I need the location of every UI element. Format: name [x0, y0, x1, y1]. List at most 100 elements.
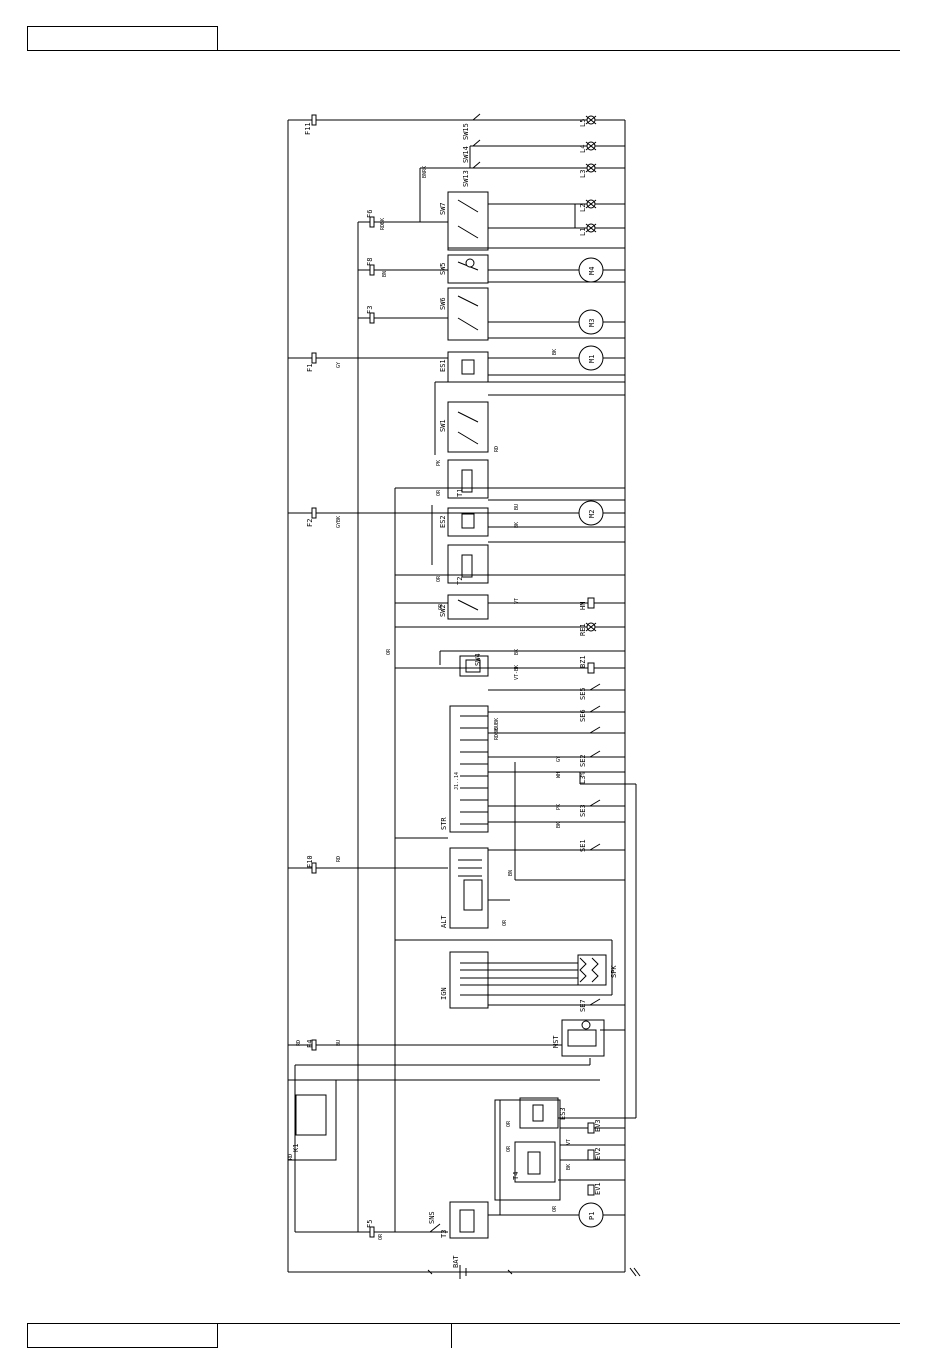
- wire-vtbk: VT-BK: [514, 665, 520, 680]
- t4-block: [514, 1141, 556, 1183]
- wire-gy-2: GY: [556, 756, 562, 762]
- footer-divider: [451, 1323, 452, 1348]
- label-se6: SE6: [579, 709, 587, 722]
- label-l1: L1: [579, 228, 587, 236]
- wire-or-7: OR: [506, 1145, 512, 1152]
- footer-rule: [218, 1323, 900, 1324]
- label-spk: SPK: [610, 965, 618, 978]
- wire-bk-3: BK: [514, 649, 520, 655]
- mst-block: [561, 1019, 605, 1057]
- label-se7: SE7: [579, 999, 587, 1012]
- wire-gybk: GYBK: [336, 516, 342, 528]
- label-sw1: SW1: [439, 419, 447, 432]
- label-ev2: EV2: [594, 1147, 602, 1160]
- wire-or-3: OR: [436, 575, 442, 582]
- valve-group-frame: [494, 1099, 561, 1201]
- wire-wh-1: WH: [556, 772, 562, 778]
- label-rdbk: RDBK: [380, 218, 386, 230]
- label-mst: MST: [552, 1035, 560, 1048]
- label-str: STR: [440, 817, 448, 830]
- str-block: [449, 705, 489, 833]
- header-rule: [218, 50, 900, 51]
- wire-pk-1: PK: [436, 460, 442, 466]
- label-ev3: EV3: [594, 1119, 602, 1132]
- wire-bu-2: BU: [336, 1040, 342, 1046]
- label-bat: BAT: [452, 1255, 460, 1268]
- label-m4: M4: [588, 267, 596, 275]
- wire-bn-2: BN: [508, 870, 514, 876]
- sw4-block: [459, 655, 489, 677]
- label-sns: SNS: [428, 1211, 436, 1224]
- t3-block: [449, 1201, 489, 1239]
- wire-bk-1: BK: [552, 349, 558, 355]
- label-t1: T1: [456, 489, 464, 497]
- label-sw15: SW15: [462, 123, 470, 140]
- label-k1: K1: [292, 1144, 300, 1152]
- wire-rd-2: RD: [336, 856, 342, 862]
- label-sw6: SW6: [439, 297, 447, 310]
- label-sw5: SW5: [439, 262, 447, 275]
- label-re1: RE1: [579, 623, 587, 636]
- wire-or-9: OR: [378, 1233, 384, 1240]
- label-bnrk: BNRK: [422, 166, 428, 178]
- label-sw7: SW7: [439, 202, 447, 215]
- label-l3: L3: [579, 170, 587, 178]
- wire-or-2: OR: [386, 648, 392, 655]
- k1-block: [287, 1079, 337, 1161]
- label-t2: T2: [456, 577, 464, 585]
- wire-vt-1: VT: [514, 598, 520, 604]
- label-sw14: SW14: [462, 146, 470, 163]
- label-f2: F2: [306, 519, 314, 527]
- wire-pk-2: PK: [556, 804, 562, 810]
- label-p1: P1: [588, 1212, 596, 1220]
- wire-or-6: OR: [506, 1120, 512, 1127]
- label-ign: IGN: [440, 987, 448, 1000]
- label-l4: L4: [579, 145, 587, 153]
- label-sw2: SW2: [439, 604, 447, 617]
- wire-gy-1: GY: [336, 362, 342, 368]
- wire-rd-3: RD: [296, 1040, 302, 1046]
- label-f6: F6: [366, 210, 374, 218]
- wire-bk-4: BK: [556, 822, 562, 828]
- label-m1: M1: [588, 355, 596, 363]
- label-l3b: L3%: [579, 771, 587, 784]
- wire-or-4: OR: [438, 603, 444, 610]
- sw5-block: [447, 254, 489, 284]
- label-f1: F1: [306, 364, 314, 372]
- header-title-box: [27, 26, 218, 51]
- wire-rd-4: RD: [288, 1154, 294, 1160]
- label-hn: HN: [579, 602, 587, 610]
- wire-or-5: OR: [502, 919, 508, 926]
- label-es1: ES1: [439, 359, 447, 372]
- label-f5: F5: [366, 1220, 374, 1228]
- t1-block: [447, 459, 489, 499]
- t2-block: [447, 544, 489, 584]
- sw6-block: [447, 287, 489, 341]
- wire-or-8: OR: [552, 1205, 558, 1212]
- label-se2: SE2: [579, 754, 587, 767]
- ign-block: [449, 951, 489, 1009]
- label-l2: L2: [579, 204, 587, 212]
- label-t4: T4: [512, 1172, 520, 1180]
- wire-bn-1: BN: [382, 271, 388, 277]
- label-sw4: SW4: [474, 653, 482, 666]
- wire-bk-2: BK: [514, 522, 520, 528]
- es2-block: [447, 507, 489, 537]
- label-se3: SE3: [579, 804, 587, 817]
- es1-block: [447, 351, 489, 383]
- label-f8: F8: [366, 258, 374, 266]
- label-f11: F11: [304, 122, 312, 135]
- wire-bk-5: BK: [566, 1164, 572, 1170]
- footer-box-left: [27, 1323, 218, 1348]
- label-l5: L5: [579, 119, 587, 127]
- label-f3: F3: [366, 306, 374, 314]
- wire-or-1: OR: [436, 489, 442, 496]
- sw1-block: [447, 401, 489, 453]
- alt-block: [449, 847, 489, 929]
- label-es3: ES3: [559, 1107, 567, 1120]
- label-bz1: BZ1: [579, 655, 587, 668]
- label-alt: ALT: [440, 915, 448, 928]
- label-j114: J1..14: [454, 772, 460, 790]
